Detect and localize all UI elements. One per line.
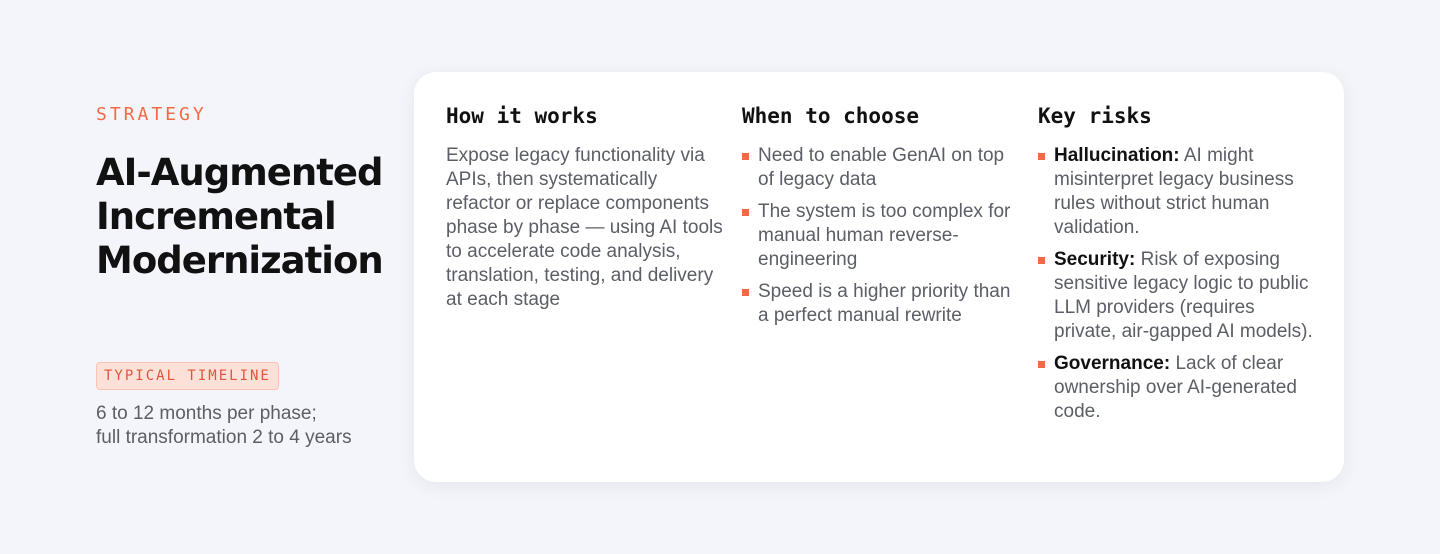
square-bullet-icon bbox=[742, 289, 749, 296]
risk-label: Hallucination: bbox=[1054, 145, 1180, 166]
risk-text: AI might misinterpret legacy business ru… bbox=[1054, 145, 1294, 238]
when-to-choose-column: When to choose Need to enable GenAI on t… bbox=[742, 100, 1022, 336]
square-bullet-icon bbox=[1038, 153, 1045, 160]
timeline-text: 6 to 12 months per phase; full transform… bbox=[96, 402, 396, 450]
list-item: Security: Risk of exposing sensitive leg… bbox=[1038, 248, 1318, 344]
list-item-text: Need to enable GenAI on top of legacy da… bbox=[758, 145, 1005, 190]
strategy-title: AI-Augmented Incremental Modernization bbox=[96, 151, 384, 282]
square-bullet-icon bbox=[1038, 257, 1045, 264]
risk-label: Governance: bbox=[1054, 353, 1171, 374]
details-card: How it works Expose legacy functionality… bbox=[414, 72, 1344, 482]
square-bullet-icon bbox=[742, 209, 749, 216]
list-item-text: The system is too complex for manual hum… bbox=[758, 201, 1011, 270]
risk-text: Lack of clear ownership over AI-generate… bbox=[1054, 353, 1297, 422]
how-it-works-heading: How it works bbox=[446, 104, 598, 128]
list-item: Governance: Lack of clear ownership over… bbox=[1038, 352, 1318, 424]
risk-text: Risk of exposing sensitive legacy logic … bbox=[1054, 249, 1313, 342]
when-to-choose-heading: When to choose bbox=[742, 104, 920, 128]
key-risks-heading: Key risks bbox=[1038, 104, 1152, 128]
strategy-eyebrow: STRATEGY bbox=[96, 104, 207, 125]
how-it-works-body: Expose legacy functionality via APIs, th… bbox=[446, 145, 723, 310]
square-bullet-icon bbox=[1038, 361, 1045, 368]
list-item: Need to enable GenAI on top of legacy da… bbox=[742, 144, 1022, 192]
list-item: Hallucination: AI might misinterpret leg… bbox=[1038, 144, 1318, 240]
how-it-works-column: How it works Expose legacy functionality… bbox=[446, 100, 726, 312]
risk-label: Security: bbox=[1054, 249, 1136, 270]
timeline-line-2: full transformation 2 to 4 years bbox=[96, 427, 352, 448]
list-item-text: Speed is a higher priority than a perfec… bbox=[758, 281, 1011, 326]
square-bullet-icon bbox=[742, 153, 749, 160]
list-item: The system is too complex for manual hum… bbox=[742, 200, 1022, 272]
timeline-line-1: 6 to 12 months per phase; bbox=[96, 403, 317, 424]
key-risks-list: Hallucination: AI might misinterpret leg… bbox=[1038, 144, 1318, 424]
timeline-badge: TYPICAL TIMELINE bbox=[96, 362, 279, 390]
key-risks-column: Key risks Hallucination: AI might misint… bbox=[1038, 100, 1318, 432]
list-item: Speed is a higher priority than a perfec… bbox=[742, 280, 1022, 328]
when-to-choose-list: Need to enable GenAI on top of legacy da… bbox=[742, 144, 1022, 328]
